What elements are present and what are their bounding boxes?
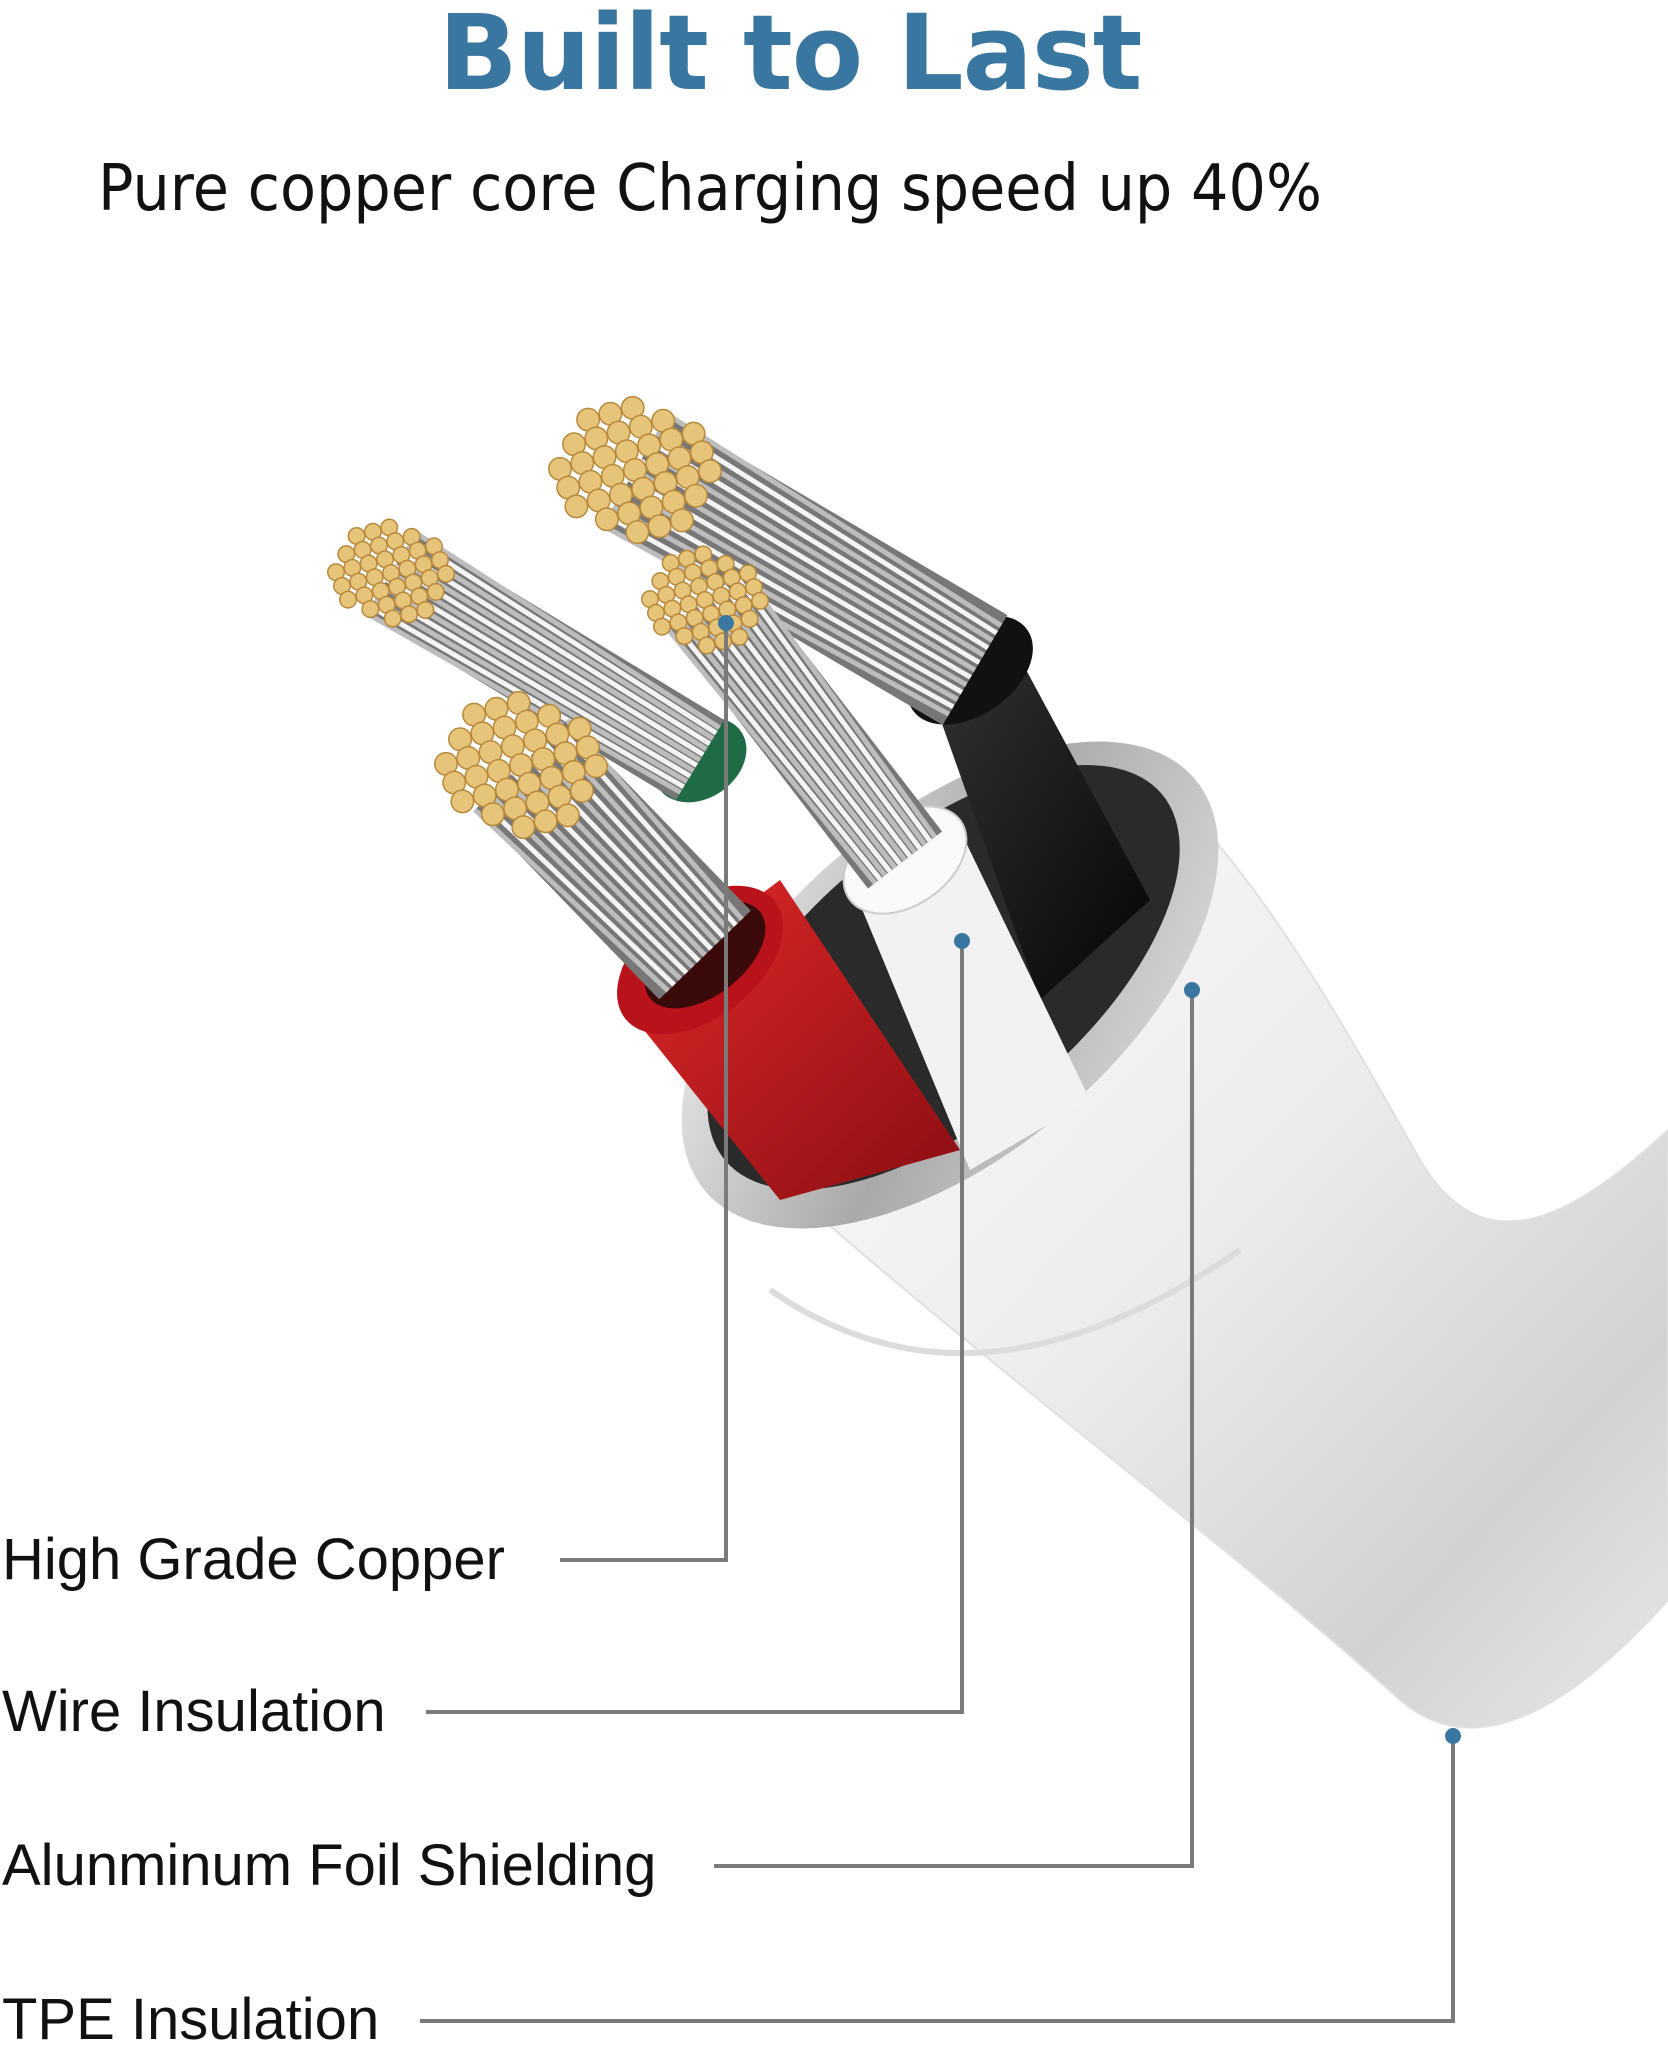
copper-strand-end	[511, 815, 536, 840]
copper-strand-end	[625, 520, 650, 545]
strand-wire	[660, 421, 999, 636]
copper-strand-end	[594, 507, 619, 532]
strand-wire	[473, 807, 670, 993]
strand-wire	[405, 543, 715, 741]
strand-wire	[721, 584, 922, 850]
strand-wire	[740, 569, 937, 839]
callout-dot-foil	[1184, 982, 1200, 998]
copper-strand-end	[584, 754, 608, 779]
strand-wire	[678, 617, 888, 877]
strand-wire	[534, 748, 720, 945]
label-aluminum-foil-shielding: Alunminum Foil Shielding	[2, 1833, 657, 1898]
copper-strand-end	[383, 609, 402, 628]
callout-dot-wire	[954, 933, 970, 949]
copper-strand-end	[740, 609, 759, 628]
strand-wire	[734, 574, 932, 843]
strand-wire	[666, 412, 1003, 628]
strand-wire	[414, 530, 721, 730]
copper-strand-end	[400, 605, 419, 624]
copper-strand-end	[698, 459, 722, 484]
callout-lines	[420, 623, 1455, 2023]
strand-wire	[696, 603, 902, 866]
strand-wire	[665, 627, 878, 885]
copper-strands	[327, 395, 1008, 1000]
strand-wire	[397, 557, 708, 752]
copper-strand-end	[653, 617, 672, 636]
label-tpe-insulation: TPE Insulation	[2, 1987, 380, 2052]
copper-strand-end	[730, 627, 749, 646]
copper-strand-end	[669, 508, 694, 533]
copper-strand-end	[416, 600, 435, 619]
callout-line-wire	[426, 941, 964, 1714]
copper-strand-end	[683, 483, 708, 508]
strand-wire	[612, 504, 959, 702]
strand-wire	[393, 564, 705, 757]
label-wire-insulation: Wire Insulation	[2, 1679, 386, 1744]
copper-strand-end	[555, 803, 580, 828]
strand-wire	[373, 597, 689, 784]
strand-wire	[401, 550, 712, 746]
copper-strand-end	[533, 809, 558, 834]
copper-strand-end	[450, 789, 475, 814]
strand-wire	[409, 537, 718, 736]
copper-strand-end	[480, 802, 505, 827]
copper-strand-end	[569, 778, 594, 803]
copper-strand-end	[339, 590, 358, 609]
copper-strand-end	[697, 636, 716, 655]
strand-wire	[727, 579, 927, 847]
strand-wire	[671, 622, 883, 881]
sheath-ring	[768, 1247, 1242, 1357]
copper-strand-end	[361, 600, 380, 619]
copper-strand-end	[426, 582, 445, 601]
strand-wire	[644, 449, 985, 658]
strand-wire	[606, 513, 955, 710]
strand-wire	[684, 612, 893, 874]
page-subtitle: Pure copper core Charging speed up 40%	[98, 152, 1322, 226]
copper-strand-end	[714, 632, 733, 651]
callout-dot-tpe	[1445, 1728, 1461, 1744]
strand-wire	[377, 591, 692, 779]
copper-strand-end	[437, 564, 455, 583]
callout-line-foil	[714, 990, 1194, 1868]
copper-strand-end	[564, 494, 589, 519]
strand-wire	[715, 588, 917, 854]
copper-strand-end	[751, 591, 769, 610]
callout-line-tpe	[420, 1736, 1455, 2023]
page-title: Built to Last	[438, 0, 1143, 114]
label-high-grade-copper: High Grade Copper	[2, 1527, 505, 1592]
copper-strand-end	[675, 627, 694, 646]
strand-wire	[381, 584, 695, 773]
strand-wire	[385, 577, 699, 768]
callout-line-copper	[560, 623, 728, 1562]
copper-strand-end	[647, 514, 672, 539]
strand-wire	[389, 570, 702, 763]
callout-dot-copper	[718, 615, 734, 631]
